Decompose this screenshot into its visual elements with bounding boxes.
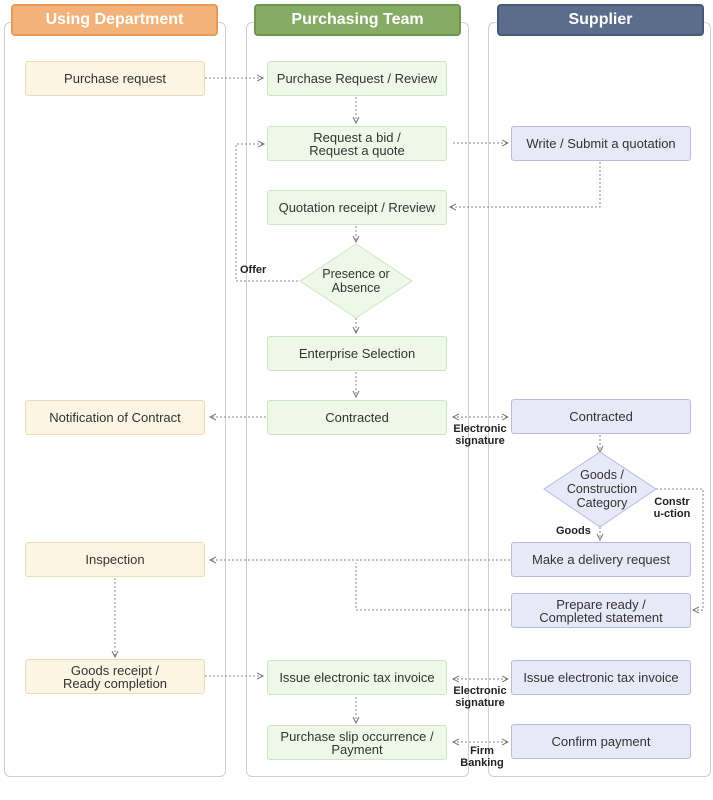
arrow-construction [656,488,704,610]
box-notification-of-contract: Notification of Contract [25,400,205,435]
box-goods-receipt: Goods receipt / Ready completion [25,659,205,694]
box-issue-tax-invoice-purchasing: Issue electronic tax invoice [267,660,447,695]
box-contracted-supplier: Contracted [511,399,691,434]
header-purchasing-team: Purchasing Team [254,4,461,36]
box-purchase-request: Purchase request [25,61,205,96]
box-request-bid: Request a bid / Request a quote [267,126,447,161]
decision-presence-or-absence [299,243,413,319]
box-issue-tax-invoice-supplier: Issue electronic tax invoice [511,660,691,695]
edge-label-goods: Goods [556,525,591,537]
box-make-delivery-request: Make a delivery request [511,542,691,577]
box-purchase-slip: Purchase slip occurrence / Payment [267,725,447,760]
edge-label-construction: Constru-ction [653,496,691,520]
header-using-department: Using Department [11,4,218,36]
box-enterprise-selection: Enterprise Selection [267,336,447,371]
edge-label-electronic-signature-contract: Electronic signature [453,423,507,447]
header-supplier: Supplier [497,4,704,36]
box-contracted-purchasing: Contracted [267,400,447,435]
box-quotation-receipt: Quotation receipt / Rreview [267,190,447,225]
edge-label-offer: Offer [240,264,267,276]
edge-label-firm-banking: Firm Banking [460,745,504,769]
box-write-quotation: Write / Submit a quotation [511,126,691,161]
decision-goods-construction-category [543,451,657,528]
arrow-prepare-ready-line [355,563,510,611]
box-inspection: Inspection [25,542,205,577]
arrow-quotation-to-receipt [450,162,601,207]
box-prepare-ready: Prepare ready / Completed statement [511,593,691,628]
box-confirm-payment: Confirm payment [511,724,691,759]
edge-label-electronic-signature-invoice: Electronic signature [453,685,507,709]
arrow-offer-loop [235,144,298,282]
box-purchase-request-review: Purchase Request / Review [267,61,447,96]
